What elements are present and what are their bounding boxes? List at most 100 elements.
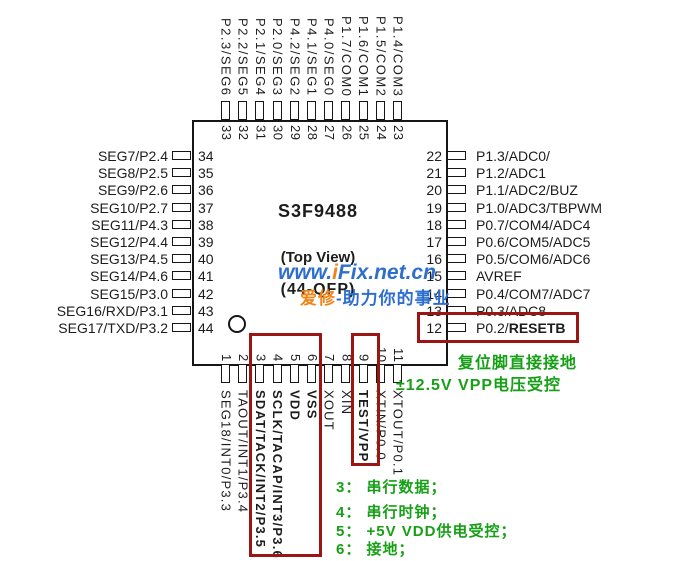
pin-number: 38: [198, 216, 214, 233]
pin-label: P2.1/SEG4: [252, 18, 268, 97]
pin-label: TEST/VPP: [356, 390, 372, 463]
pin-stub: [447, 288, 466, 298]
pin-number: 8: [339, 354, 355, 362]
pin-number: 37: [198, 199, 214, 216]
pin-label: SEG10/P2.7: [90, 199, 168, 216]
pin-stub: [393, 101, 402, 120]
pin-label: P0.5/COM6/ADC6: [476, 251, 590, 267]
pin-number: 22: [426, 148, 442, 164]
pin-stub: [447, 254, 466, 264]
pin-label: SEG14/P4.6: [90, 268, 168, 285]
pin-stub: [221, 364, 230, 383]
pin-label-text: AVREF: [476, 268, 522, 285]
legend-line-pin5: 5： +5V VDD供电受控；: [336, 523, 517, 540]
pin-stub: [172, 254, 191, 264]
pin-label: XIN: [338, 390, 354, 416]
pin-stub: [307, 101, 316, 120]
pin-number: 3: [253, 354, 269, 362]
pin-label-text: P0.2/: [476, 320, 509, 336]
watermark-slogan: 爱修-助力你的事业: [300, 284, 451, 309]
pin-number: 41: [198, 268, 214, 285]
highlight-box-resetb-pin: [417, 312, 579, 343]
pin-label: P1.3/ADC0/: [476, 148, 550, 164]
pin-stub: [172, 185, 191, 195]
pin-stub: [447, 151, 466, 160]
pin-label: P0.7/COM4/ADC4: [476, 217, 590, 233]
pin-stub: [272, 364, 282, 383]
pin-label: P0.6/COM5/ADC5: [476, 234, 590, 250]
pin-stub: [172, 168, 191, 178]
pin-stub: [393, 364, 402, 383]
pin-stub: [341, 101, 351, 120]
pin-stub: [172, 151, 191, 160]
pin-number: 30: [270, 125, 286, 141]
vpp-voltage-note: ±12.5V VPP电压受控: [396, 377, 562, 394]
pin-number: 40: [198, 251, 214, 268]
pin-stub: [172, 323, 191, 332]
pin-number: 15: [426, 268, 442, 285]
pin-label-bold-text: RESETB: [508, 320, 566, 336]
pin-label: TAOUT/INT1/P3.4: [235, 390, 251, 514]
pin-number: 19: [426, 199, 442, 216]
pin-label: P4.1/SEG1: [304, 18, 320, 97]
highlight-box-testvpp-pin: [351, 333, 380, 466]
pin-number: 7: [322, 354, 338, 362]
pin-label: SEG7/P2.4: [97, 148, 168, 164]
pin-label-text: P0.7/COM4/ADC4: [476, 216, 591, 233]
pin-stub: [172, 305, 191, 315]
pin-label: SDAT/TACK/INT2/P3.5: [252, 390, 268, 549]
pin-number: 1: [219, 354, 234, 362]
pin-stub: [172, 237, 191, 246]
pin-stub: [172, 271, 191, 281]
pin-stub: [289, 364, 299, 383]
pin-label: P4.0/SEG0: [321, 18, 337, 97]
pin-number: 20: [426, 182, 442, 199]
reset-ground-note: 复位脚直接接地: [458, 355, 578, 372]
pin-number: 43: [198, 302, 214, 319]
pin-stub: [358, 364, 368, 383]
pin-label: SEG11/P4.3: [91, 216, 168, 233]
pin1-indicator-circle: [228, 315, 246, 333]
pin-label: SEG16/RXD/P3.1: [56, 302, 168, 319]
pin-number: 25: [356, 125, 372, 141]
pin-label: P0.4/COM7/ADC7: [476, 286, 590, 302]
pin-stub: [172, 288, 191, 298]
pin-label: P1.7/COM0: [338, 15, 354, 97]
pin-number: 31: [253, 125, 269, 141]
pin-label: P1.1/ADC2/BUZ: [476, 182, 578, 198]
chip-subtitle-package: (44-QFP): [280, 281, 356, 298]
watermark-url-www: www.: [278, 261, 333, 284]
pin-label: P0.2/RESETB: [476, 320, 566, 336]
pin-label: P2.2/SEG5: [235, 18, 251, 97]
pin-stub: [447, 237, 466, 246]
watermark-url-rest: Fix.net.cn: [337, 261, 436, 284]
pin-number: 17: [426, 234, 442, 250]
pin-label: XOUT: [321, 390, 337, 431]
watermark-url: www.iFix.net.cn: [278, 261, 436, 285]
pin-number: 18: [426, 216, 442, 233]
pin-stub: [447, 202, 466, 212]
pin-label-text: P1.0/ADC3/TBPWM: [476, 199, 603, 216]
pin-number: 36: [198, 182, 214, 199]
pin-stub: [272, 101, 282, 120]
pin-stub: [447, 219, 466, 229]
chip-title: S3F9488: [277, 201, 359, 221]
pin-number: 39: [198, 234, 214, 250]
pin-label: XTOUT/P0.1: [390, 390, 406, 477]
pin-stub: [172, 202, 191, 212]
pin-label: P1.0/ADC3/TBPWM: [476, 200, 602, 216]
pin-stub: [255, 101, 265, 120]
pin-stub: [324, 364, 334, 383]
pin-number: 23: [391, 125, 406, 141]
pin-number: 14: [426, 285, 442, 302]
chip-subtitle-topview: (Top View): [280, 249, 356, 266]
pin-number: 33: [219, 125, 234, 141]
highlight-box-serial-pins: [249, 333, 322, 557]
pin-number: 11: [391, 347, 406, 363]
pin-label: P1.4/COM3: [390, 15, 406, 97]
pin-number: 4: [270, 354, 286, 362]
pin-number: 29: [287, 125, 303, 141]
pin-number: 6: [305, 354, 320, 362]
pin-number: 35: [198, 165, 214, 182]
